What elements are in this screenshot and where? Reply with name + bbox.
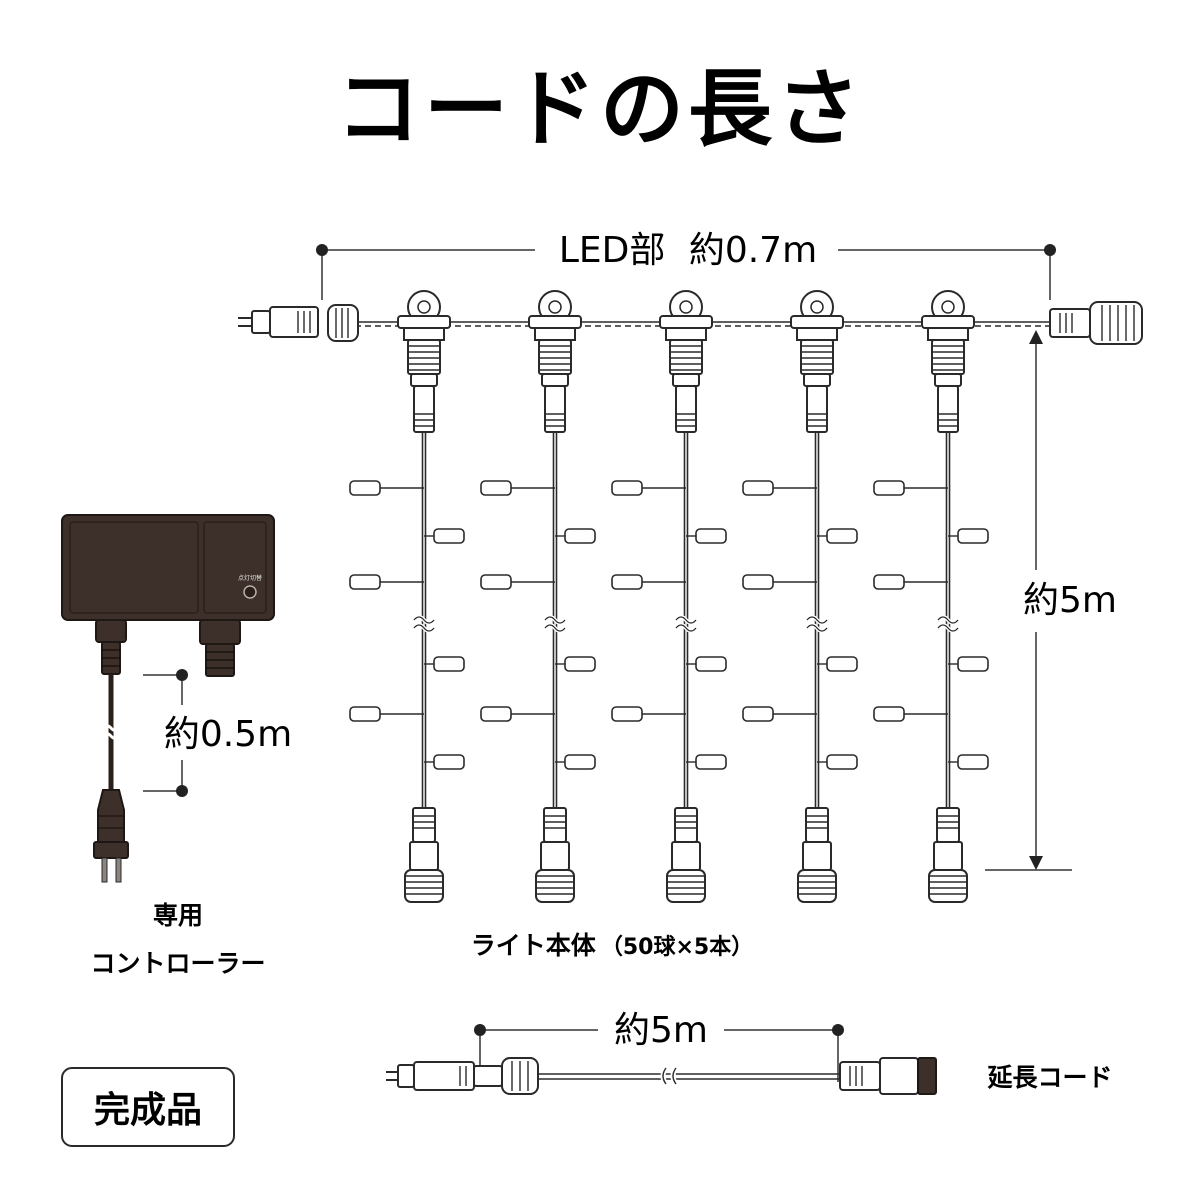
controller-button xyxy=(243,585,257,599)
led-bulb xyxy=(826,656,858,672)
svg-text:LED部 約0.7m: LED部 約0.7m xyxy=(559,230,817,271)
led-bulb xyxy=(873,706,905,722)
led-bulb xyxy=(433,656,465,672)
led-bulb xyxy=(742,480,774,496)
led-bulb xyxy=(349,706,381,722)
controller-button-label: 点灯切替 xyxy=(238,574,262,582)
led-bulb xyxy=(480,480,512,496)
led-bulb xyxy=(611,480,643,496)
light-strand xyxy=(742,290,858,903)
light-strand xyxy=(480,290,596,903)
strand-length-label: 約5m xyxy=(1023,580,1117,621)
extension-cord: 約5m 延長コード xyxy=(386,1010,1113,1095)
led-bulb xyxy=(826,528,858,544)
light-strand xyxy=(349,290,465,903)
led-section-length: 約0.7m xyxy=(689,230,817,271)
extension-length: 約5m xyxy=(614,1010,708,1051)
controller: 点灯切替 xyxy=(61,514,275,883)
led-bulb xyxy=(695,528,727,544)
badge-label: 完成品 xyxy=(94,1090,202,1131)
strand-caption: ライト本体 xyxy=(471,931,597,960)
led-bulb xyxy=(433,754,465,770)
led-bulb xyxy=(480,574,512,590)
led-bulb xyxy=(873,480,905,496)
light-strand xyxy=(611,290,727,903)
led-bulb xyxy=(695,656,727,672)
led-section-dimension: LED部 約0.7m xyxy=(316,230,1056,300)
extension-label: 延長コード xyxy=(986,1063,1112,1092)
light-strands xyxy=(349,290,989,903)
controller-caption-line1: 専用 xyxy=(153,901,203,930)
led-bulb xyxy=(480,706,512,722)
led-bulb xyxy=(695,754,727,770)
light-strand xyxy=(873,290,989,903)
controller-cord-length: 約0.5m xyxy=(164,714,292,755)
led-bulb xyxy=(564,528,596,544)
strand-length-dimension: 約5m xyxy=(985,330,1117,871)
led-bulb xyxy=(564,754,596,770)
led-bulb xyxy=(564,656,596,672)
led-bulb xyxy=(349,480,381,496)
led-bulb xyxy=(826,754,858,770)
controller-cord-dimension: 約0.5m xyxy=(143,669,292,797)
page-title: コードの長さ xyxy=(336,60,864,158)
led-bulb xyxy=(742,706,774,722)
controller-caption-line2: コントローラー xyxy=(90,949,265,978)
completed-product-badge: 完成品 xyxy=(61,1067,235,1147)
led-bulb xyxy=(873,574,905,590)
led-bulb xyxy=(957,754,989,770)
led-bulb xyxy=(957,656,989,672)
svg-text:ライト本体 （50球×5本）: ライト本体 （50球×5本） xyxy=(471,931,753,960)
led-bulb xyxy=(742,574,774,590)
led-section-label: LED部 xyxy=(559,230,666,271)
led-bulb xyxy=(957,528,989,544)
led-bulb xyxy=(433,528,465,544)
strand-caption-detail: （50球×5本） xyxy=(601,935,753,960)
led-bulb xyxy=(611,706,643,722)
led-bulb xyxy=(349,574,381,590)
led-bulb xyxy=(611,574,643,590)
